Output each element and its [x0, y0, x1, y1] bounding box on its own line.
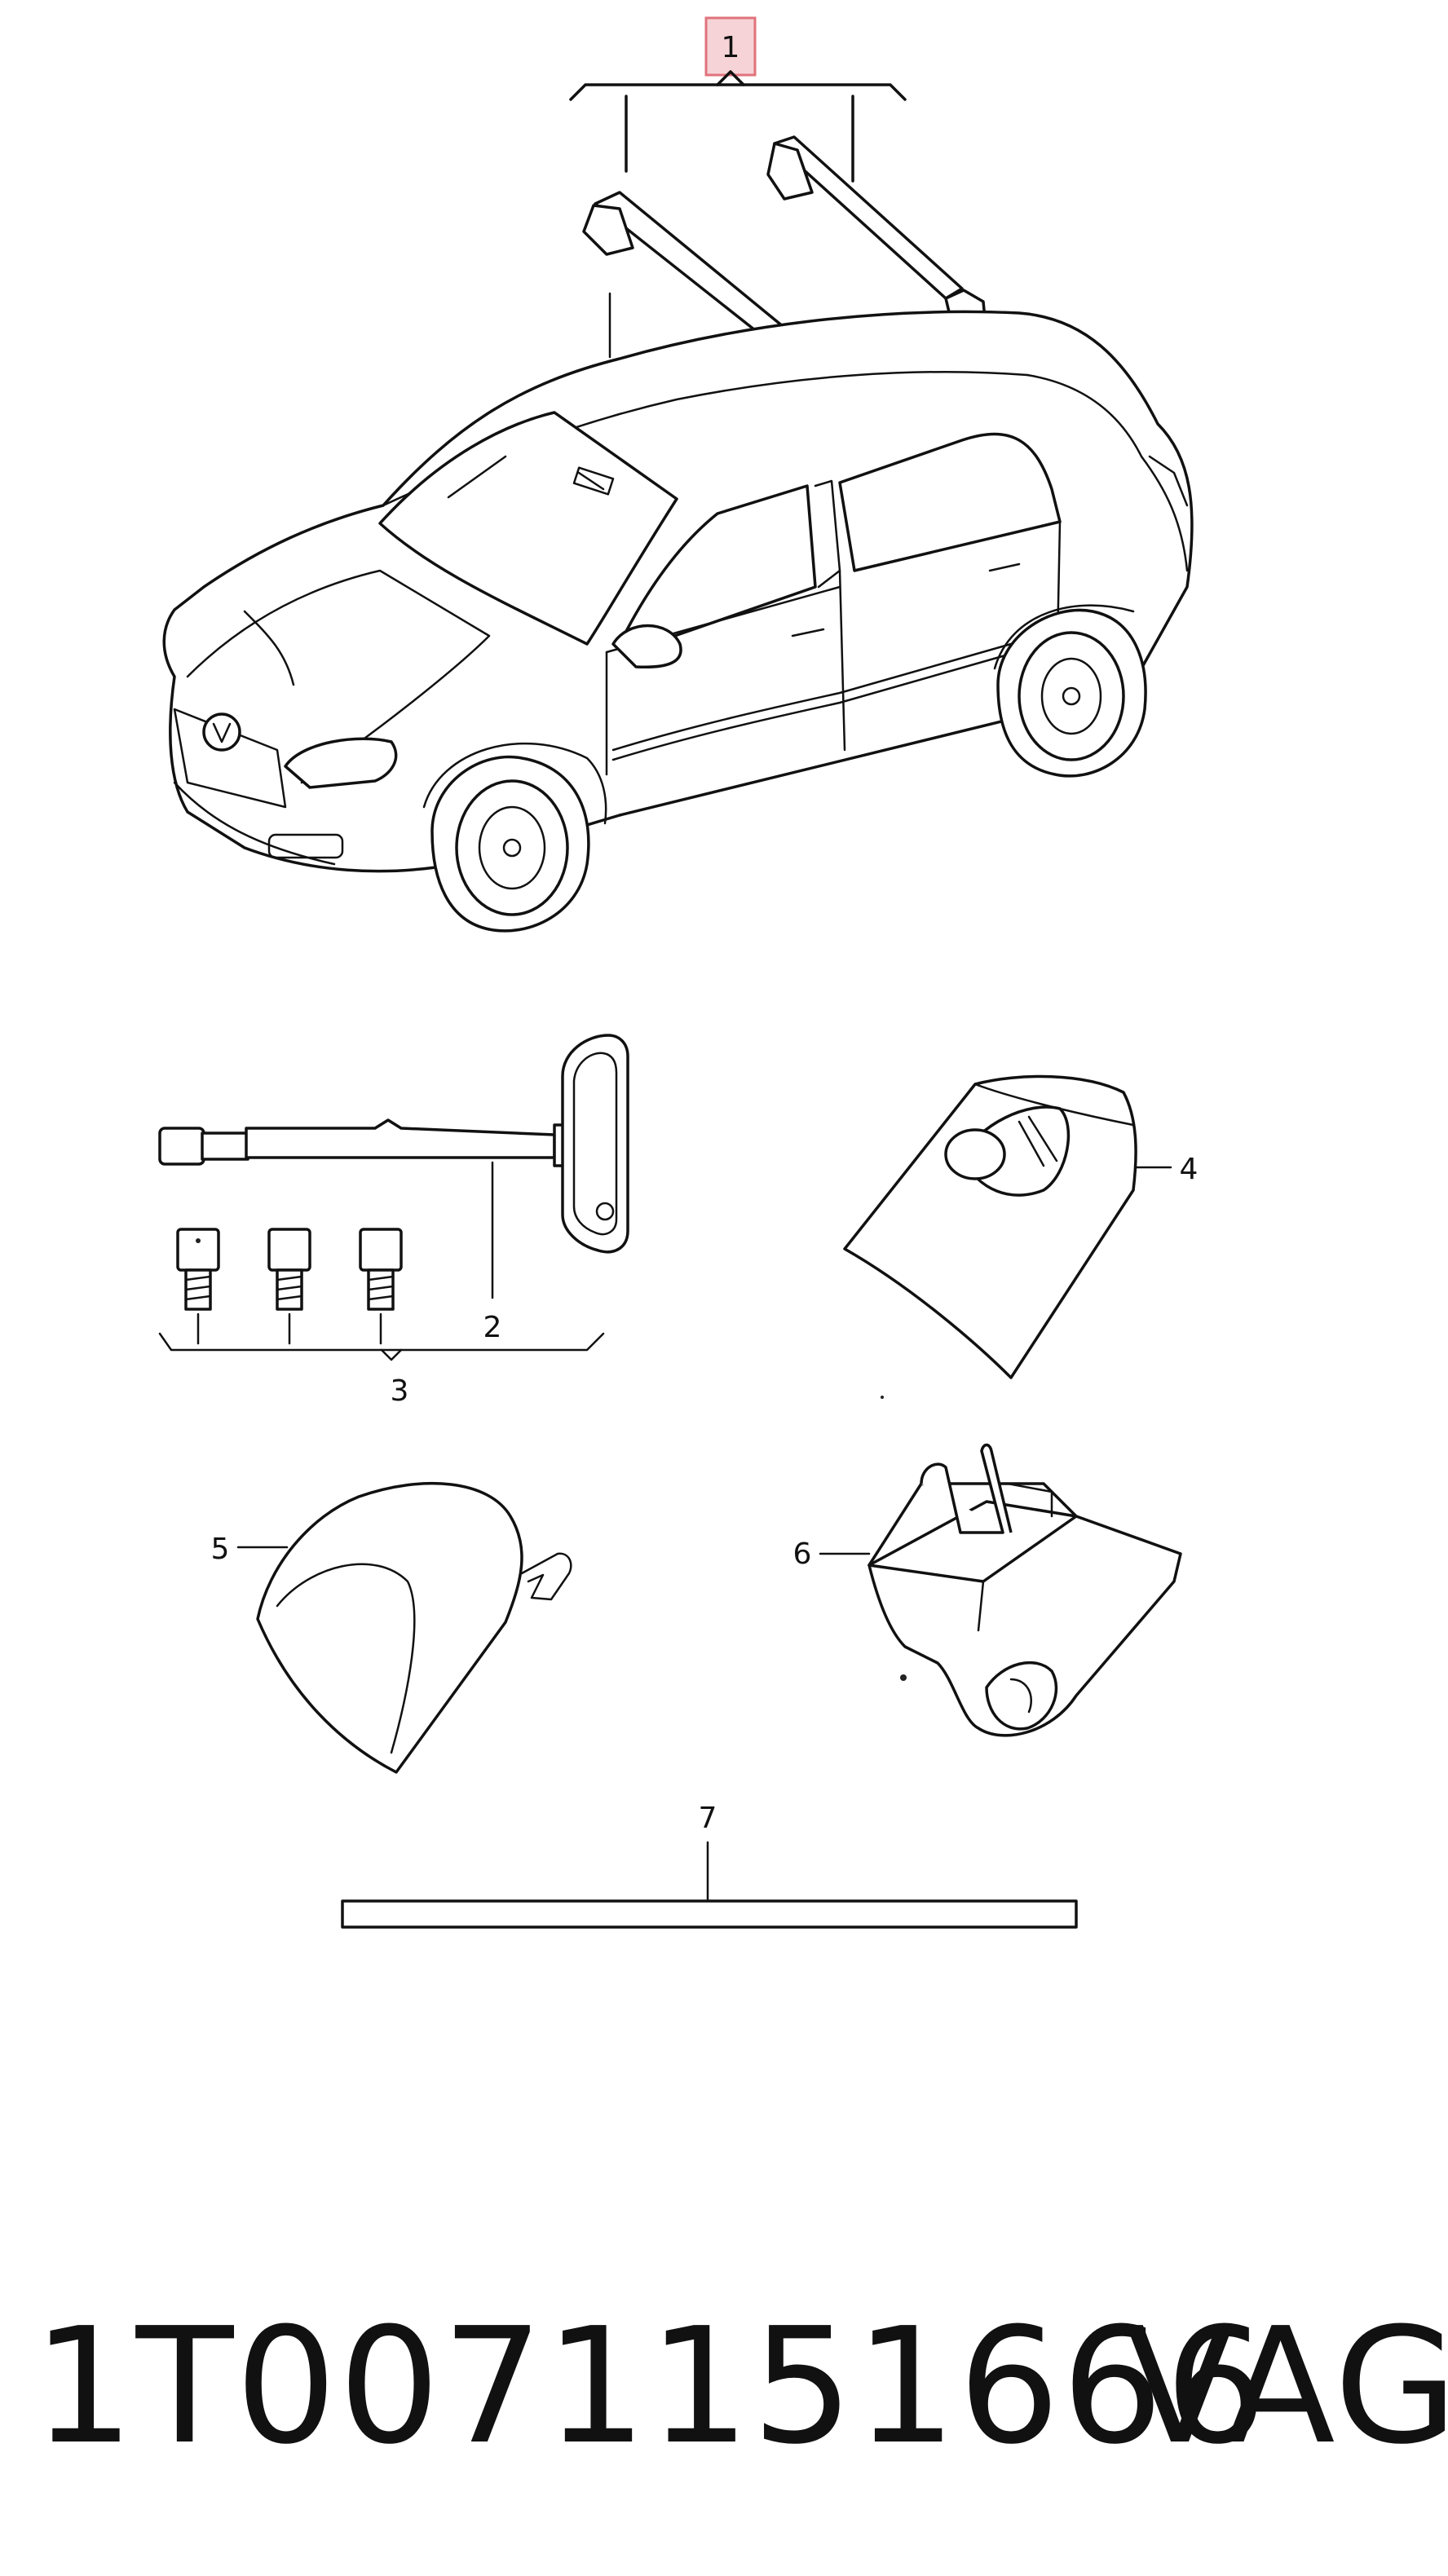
callout-4-group[interactable]: 4: [1135, 1153, 1199, 1186]
callout-1-highlight: [704, 16, 757, 77]
part-5-cover-cap: [256, 1481, 572, 1774]
bolt: [176, 1228, 220, 1311]
part-4-foot-cover: [843, 1074, 1137, 1379]
callout-5-group[interactable]: 5: [211, 1533, 289, 1566]
callout-2-group[interactable]: 2: [483, 1161, 502, 1344]
callout-7-label: 7: [699, 1802, 717, 1835]
callout-3-label: 3: [391, 1374, 409, 1408]
callout-3-bracket-tip: [380, 1348, 403, 1361]
callout-5-label: 5: [211, 1533, 230, 1566]
callout-2-label: 2: [483, 1311, 502, 1344]
callout-6-label: 6: [793, 1537, 812, 1571]
callout-1-label: 1: [722, 31, 740, 64]
part-info-footer: 1T0071151666 VAG: [0, 2274, 1448, 2519]
callout-3-group[interactable]: 3: [158, 1312, 605, 1408]
roof-rack-rear-bar: [766, 135, 988, 341]
exploded-parts-diagram: 1: [158, 16, 1199, 1929]
callout-1-bracket-tip: [716, 70, 745, 86]
callout-1-bracket: [569, 83, 907, 101]
drawing-speck: [881, 1396, 884, 1399]
callout-4-label: 4: [1180, 1153, 1199, 1186]
part-6-mounting-foot: [867, 1443, 1182, 1737]
callout-7-group[interactable]: 7: [699, 1802, 717, 1901]
bolt: [359, 1228, 403, 1311]
brand-name: VAG: [1125, 2294, 1448, 2480]
part-3-bolts: [176, 1228, 403, 1311]
bolt: [267, 1228, 311, 1311]
callout-3-bracket: [158, 1332, 605, 1352]
callout-6-group[interactable]: 6: [793, 1537, 871, 1571]
car-illustration: [162, 310, 1194, 933]
part-number: 1T0071151666: [33, 2294, 1269, 2480]
part-2-mounting-rod: [158, 1034, 629, 1254]
part-7-trim-strip: [341, 1899, 1078, 1929]
